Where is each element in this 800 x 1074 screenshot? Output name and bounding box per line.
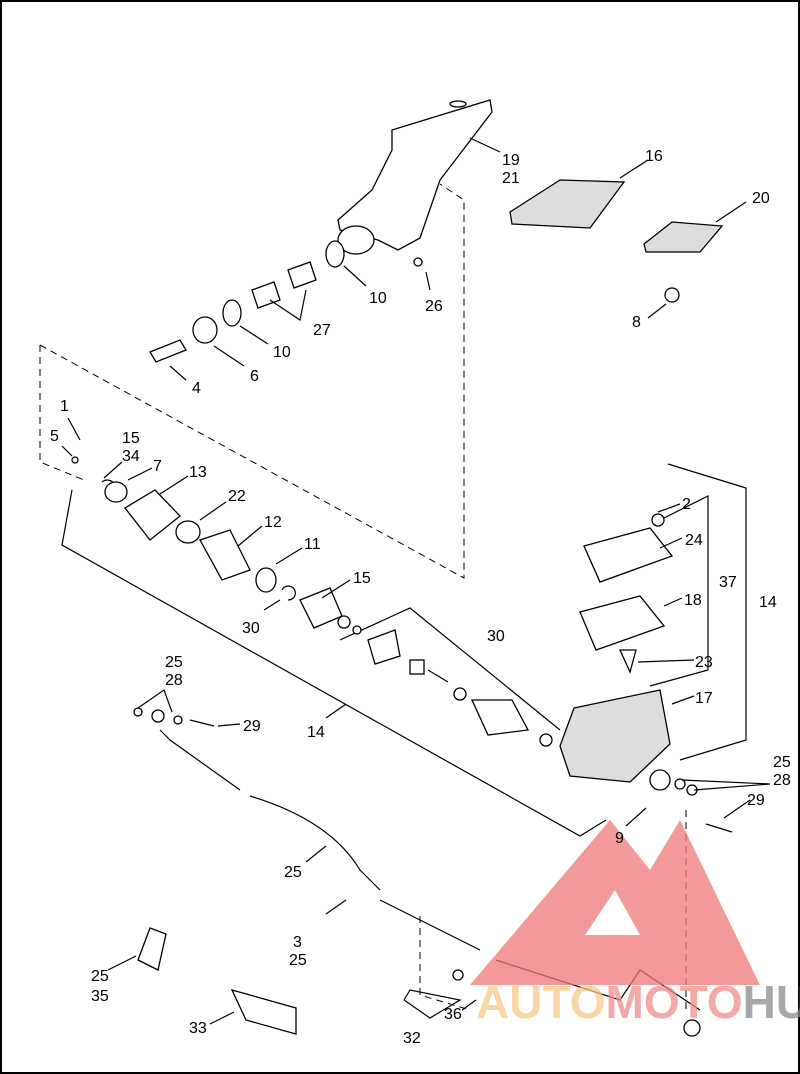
callout-22: 22 (228, 488, 246, 505)
callout-8: 8 (632, 314, 641, 331)
callout-30b: 30 (487, 628, 505, 645)
callout-29b: 29 (747, 792, 765, 809)
callout-35: 35 (91, 988, 109, 1005)
callout-20: 20 (752, 190, 770, 207)
callout-27: 27 (313, 322, 331, 339)
callout-14b: 14 (307, 724, 325, 741)
callout-32: 32 (403, 1030, 421, 1047)
callout-17: 17 (695, 690, 713, 707)
callout-28b: 28 (773, 772, 791, 789)
callout-25e: 25 (91, 968, 109, 985)
callout-4: 4 (192, 380, 201, 397)
callout-19: 19 (502, 152, 520, 169)
callout-25b: 25 (773, 754, 791, 771)
bracket-lines (61, 463, 747, 1019)
callout-12: 12 (264, 514, 282, 531)
callout-25c: 25 (284, 864, 302, 881)
callout-7: 7 (153, 458, 162, 475)
watermark-logo: AUTOMOTOHUB (470, 820, 800, 1028)
callout-6: 6 (250, 368, 259, 385)
callout-29: 29 (243, 718, 261, 735)
callout-37: 37 (719, 574, 737, 591)
callout-2: 2 (682, 496, 691, 513)
callout-36: 36 (444, 1006, 462, 1023)
callout-34: 34 (122, 448, 140, 465)
reservoir-assembly (559, 513, 674, 783)
callout-30: 30 (242, 620, 260, 637)
callout-3: 3 (293, 934, 302, 951)
callout-11: 11 (304, 536, 321, 553)
callout-23: 23 (695, 654, 713, 671)
plunger-assembly (71, 456, 553, 747)
brake-pedal (337, 99, 493, 255)
leader-lines (61, 137, 771, 1025)
callout-15b: 15 (353, 570, 371, 587)
callout-labels: 19 21 16 20 10 26 8 27 10 6 4 1 5 15 34 … (50, 148, 791, 1047)
footpeg-20 (643, 221, 724, 303)
callout-14: 14 (759, 594, 777, 611)
callout-21: 21 (502, 170, 520, 187)
callout-26: 26 (425, 298, 443, 315)
callout-5: 5 (50, 428, 59, 445)
footpeg-16 (509, 179, 626, 229)
callout-10b: 10 (273, 344, 291, 361)
callout-1: 1 (60, 398, 69, 415)
callout-24: 24 (685, 532, 703, 549)
callout-15: 15 (122, 430, 140, 447)
callout-9: 9 (615, 830, 624, 847)
watermark-text: AUTOMOTOHUB (476, 976, 800, 1028)
callout-25: 25 (165, 654, 183, 671)
callout-25d: 25 (289, 952, 307, 969)
callout-28: 28 (165, 672, 183, 689)
callout-10: 10 (369, 290, 387, 307)
callout-16: 16 (645, 148, 663, 165)
callout-33: 33 (189, 1020, 207, 1037)
callout-13: 13 (189, 464, 207, 481)
callout-18: 18 (684, 592, 702, 609)
